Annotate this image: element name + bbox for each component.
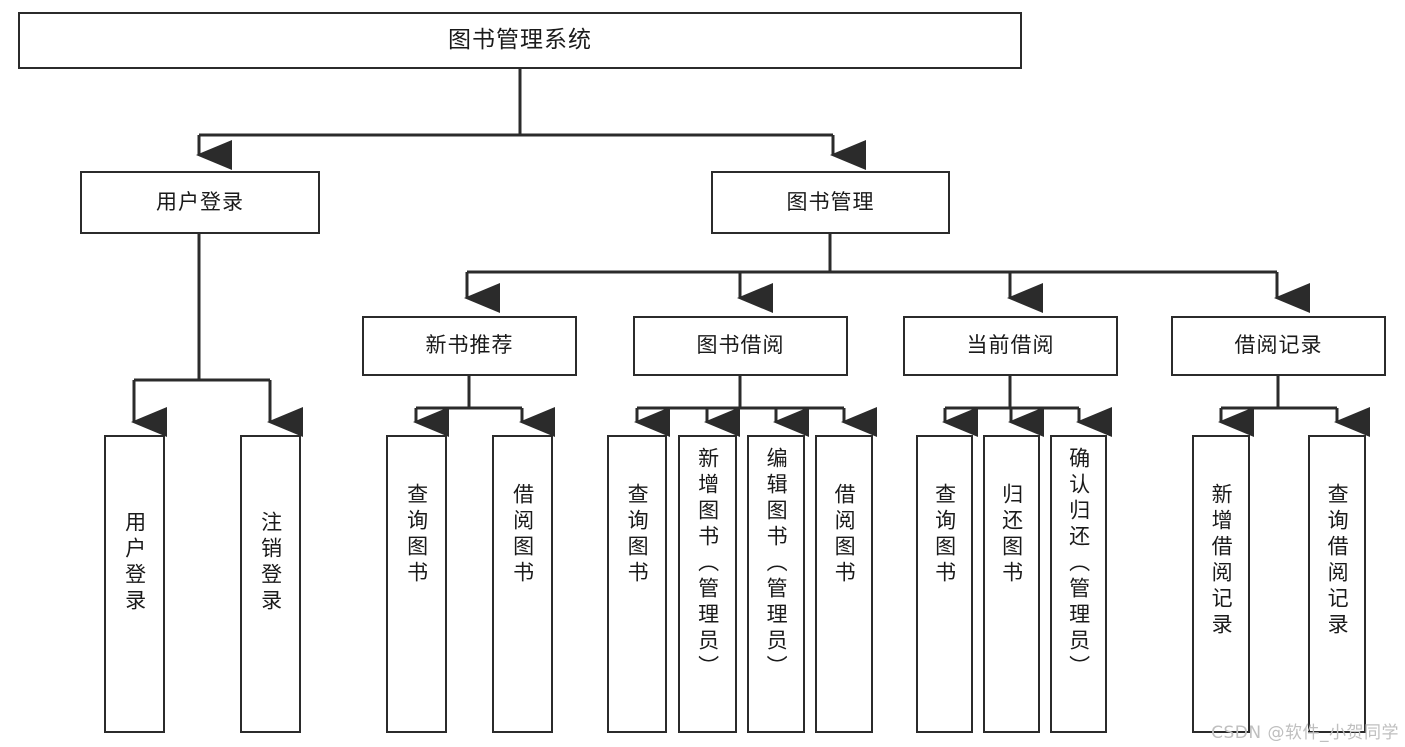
node-label: 编辑图书（管理员） <box>764 447 789 681</box>
node-label: 借阅图书 <box>510 483 535 587</box>
leaf-logout[interactable]: 注销登录 <box>240 435 301 733</box>
leaf-edit-book-admin[interactable]: 编辑图书（管理员） <box>747 435 805 733</box>
node-label: 新增借阅记录 <box>1209 483 1234 639</box>
leaf-user-login[interactable]: 用户登录 <box>104 435 165 733</box>
node-label: 用户登录 <box>156 189 244 214</box>
leaf-return-book[interactable]: 归还图书 <box>983 435 1040 733</box>
node-label: 借阅图书 <box>832 483 857 587</box>
leaf-query-book-recommendation[interactable]: 查询图书 <box>386 435 447 733</box>
node-label: 注销登录 <box>258 511 283 615</box>
node-book-borrowing[interactable]: 图书借阅 <box>633 316 848 376</box>
node-label: 新书推荐 <box>425 333 514 358</box>
node-label: 当前借阅 <box>966 333 1055 358</box>
node-current-borrowing[interactable]: 当前借阅 <box>903 316 1118 376</box>
leaf-query-book-current[interactable]: 查询图书 <box>916 435 973 733</box>
node-borrowing-record[interactable]: 借阅记录 <box>1171 316 1386 376</box>
leaf-borrow-book-recommendation[interactable]: 借阅图书 <box>492 435 553 733</box>
csdn-watermark: CSDN @软件_小贺同学 <box>1211 723 1399 743</box>
node-label: 确认归还（管理员） <box>1066 447 1091 681</box>
node-label: 查询图书 <box>932 483 957 587</box>
node-root-system[interactable]: 图书管理系统 <box>18 12 1022 69</box>
node-label: 查询借阅记录 <box>1325 483 1350 639</box>
leaf-borrow-book-borrowing[interactable]: 借阅图书 <box>815 435 873 733</box>
node-label: 图书借阅 <box>696 333 785 358</box>
node-user-login[interactable]: 用户登录 <box>80 171 320 234</box>
node-label: 图书管理 <box>786 189 875 214</box>
node-label: 查询图书 <box>404 483 429 587</box>
node-label: 用户登录 <box>122 511 147 615</box>
leaf-add-borrow-record[interactable]: 新增借阅记录 <box>1192 435 1250 733</box>
node-label: 借阅记录 <box>1234 333 1323 358</box>
node-book-management[interactable]: 图书管理 <box>711 171 950 234</box>
node-label: 图书管理系统 <box>448 26 592 53</box>
leaf-query-book-borrowing[interactable]: 查询图书 <box>607 435 667 733</box>
node-label: 新增图书（管理员） <box>695 447 720 681</box>
leaf-confirm-return-admin[interactable]: 确认归还（管理员） <box>1050 435 1107 733</box>
leaf-add-book-admin[interactable]: 新增图书（管理员） <box>678 435 737 733</box>
node-label: 查询图书 <box>625 483 650 587</box>
node-new-book-recommendation[interactable]: 新书推荐 <box>362 316 577 376</box>
node-label: 归还图书 <box>999 483 1024 587</box>
leaf-query-borrow-record[interactable]: 查询借阅记录 <box>1308 435 1366 733</box>
